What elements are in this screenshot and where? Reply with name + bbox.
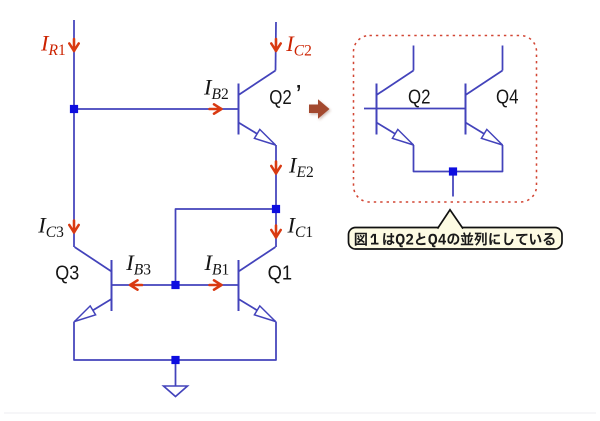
svg-text:Q4: Q4 <box>496 86 519 108</box>
svg-text:Q3: Q3 <box>55 263 79 285</box>
svg-text:Q2: Q2 <box>408 86 431 108</box>
svg-text:’: ’ <box>296 79 302 110</box>
svg-text:Q1: Q1 <box>268 263 293 285</box>
svg-text:Q2: Q2 <box>269 87 292 109</box>
